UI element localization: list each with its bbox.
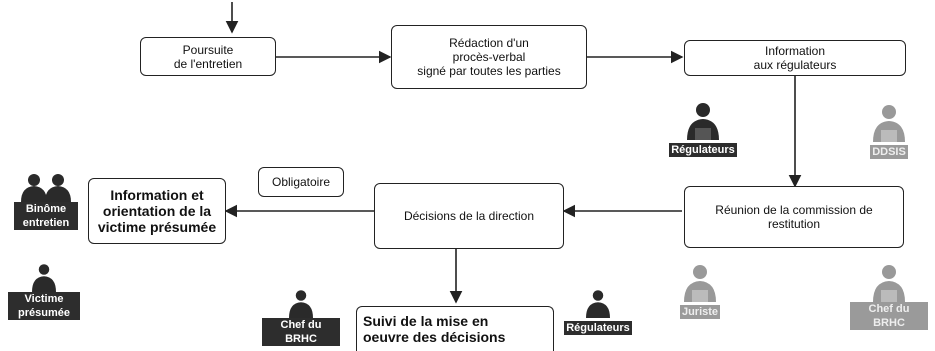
- node-obligatoire: Obligatoire: [258, 167, 344, 197]
- actor-chef-brhc-bottom: Chef du BRHC: [262, 288, 340, 346]
- actor-juriste: Juriste: [660, 262, 740, 320]
- actor-ddsis: DDSIS: [850, 102, 928, 160]
- node-decisions-direction: Décisions de la direction: [374, 183, 564, 249]
- node-reunion-commission: Réunion de la commission de restitution: [684, 186, 904, 248]
- person-icon: [873, 105, 905, 142]
- person-icon: [289, 290, 313, 318]
- node-suivi-decisions: Suivi de la mise en oeuvre des décisions: [356, 306, 554, 351]
- person-icon: [684, 265, 716, 302]
- person-icon: [873, 265, 905, 302]
- node-redaction: Rédaction d'un procès-verbal signé par t…: [391, 25, 587, 89]
- actor-regulateurs-top: Régulateurs: [662, 100, 744, 158]
- node-poursuite: Poursuite de l'entretien: [140, 37, 276, 76]
- person-icon: [32, 264, 56, 292]
- person-icon: [586, 290, 610, 318]
- actor-victime-presumee: Victime présumée: [8, 262, 80, 320]
- node-information-regulateurs: Information aux régulateurs: [684, 40, 906, 76]
- actor-chef-brhc-right: Chef du BRHC: [850, 262, 928, 330]
- actor-regulateurs-bottom: Régulateurs: [556, 288, 640, 336]
- two-people-icon: [21, 174, 71, 202]
- person-icon: [687, 103, 719, 140]
- actor-binome-entretien: Binôme entretien: [14, 172, 78, 230]
- node-information-victime: Information et orientation de la victime…: [88, 178, 226, 244]
